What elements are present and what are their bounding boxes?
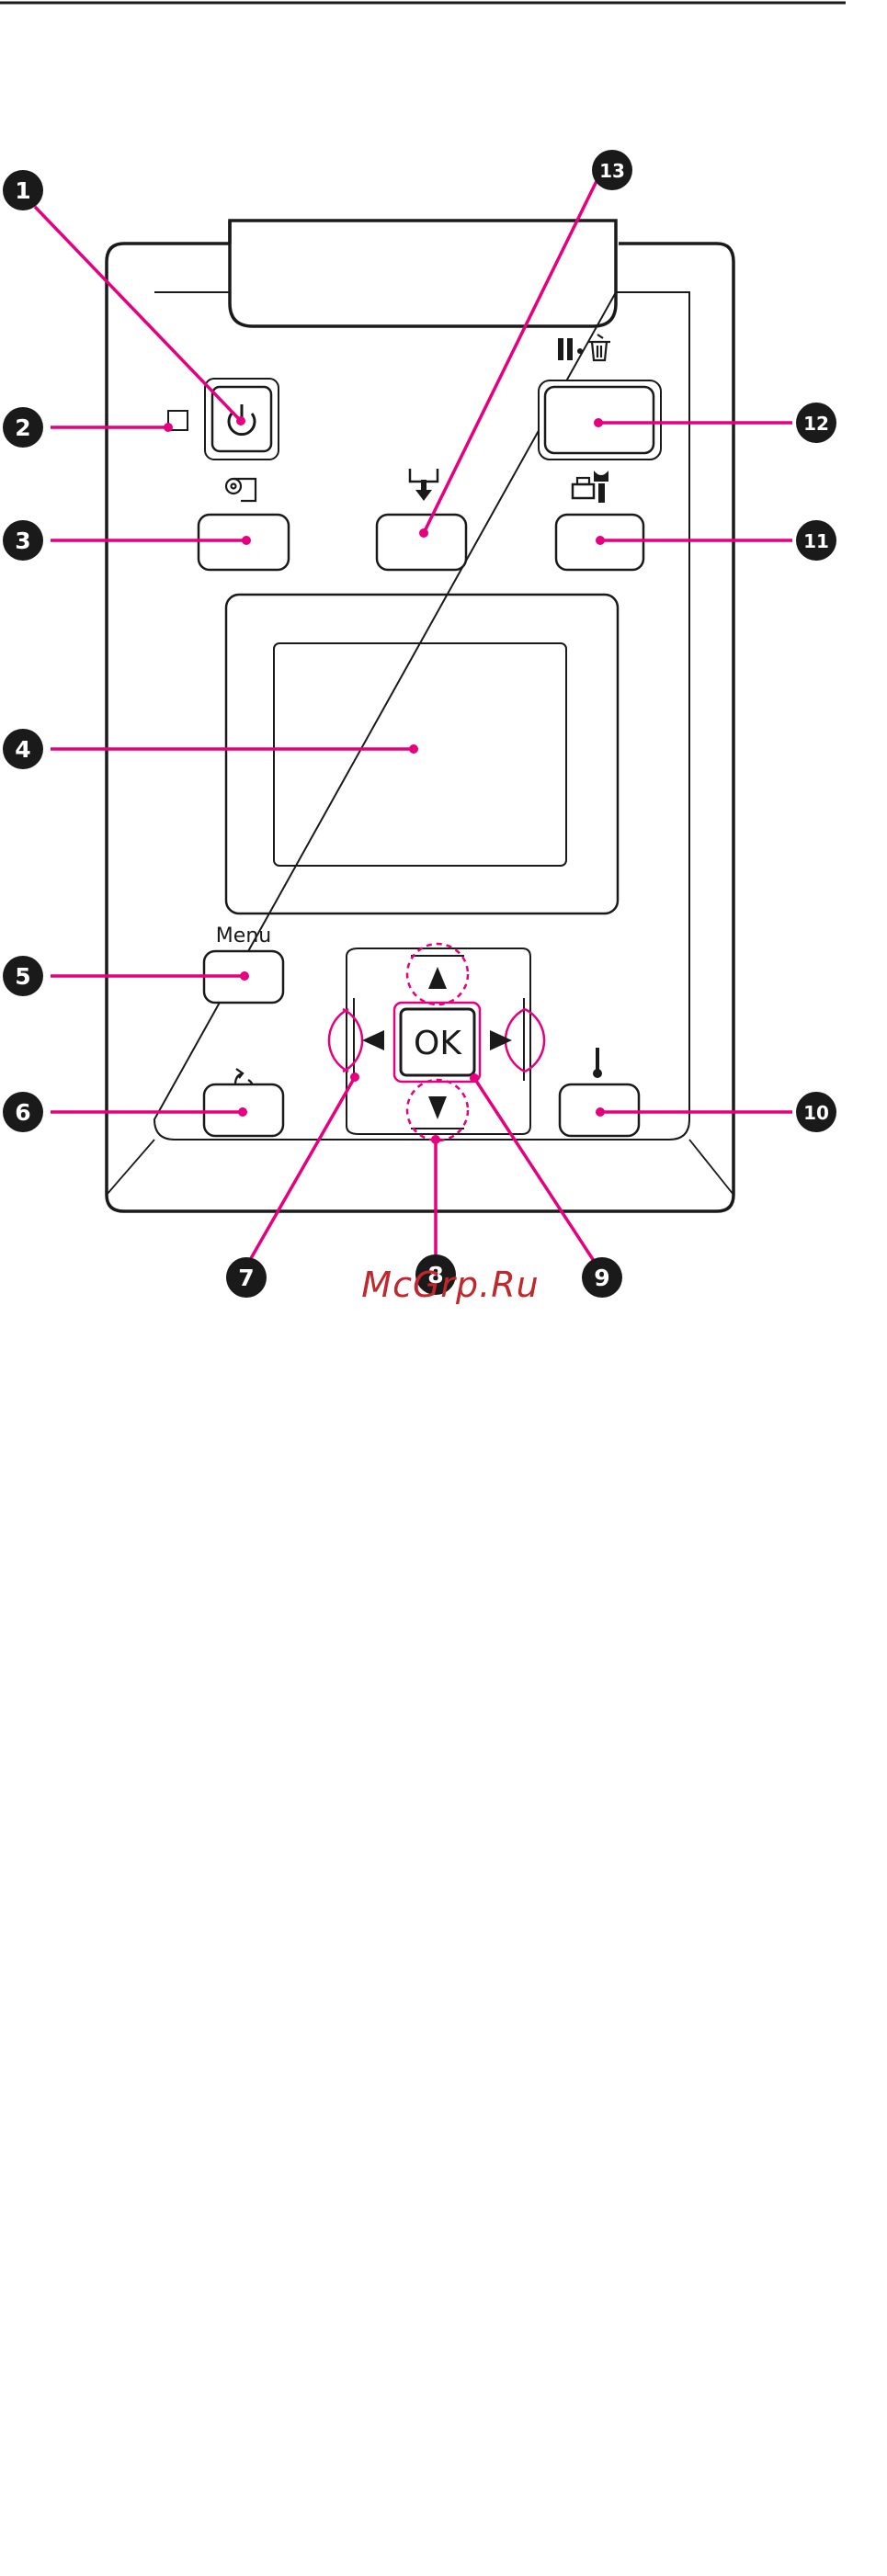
callout-7: 7 [226,1257,267,1298]
down-arrow-icon [428,1096,447,1119]
svg-text:9: 9 [594,1265,609,1291]
right-arrow-icon [490,1030,512,1050]
callout-12: 12 [796,403,836,443]
svg-text:7: 7 [238,1265,254,1291]
svg-text:12: 12 [803,413,829,435]
paper-feed-button[interactable] [377,515,466,570]
callout-10: 10 [796,1092,836,1132]
printer-wrench-icon [573,471,608,503]
svg-text:1: 1 [15,177,30,204]
callout-5: 5 [3,956,43,996]
lcd-screen [226,595,618,914]
callout-13: 13 [592,150,632,190]
callout-6: 6 [3,1092,43,1132]
svg-text:10: 10 [803,1102,829,1124]
thermometer-icon [593,1048,602,1078]
up-button[interactable] [407,944,468,1004]
svg-text:11: 11 [803,530,829,552]
leader-lines [35,179,792,1266]
svg-text:3: 3 [15,528,30,554]
callout-11: 11 [796,520,836,561]
svg-text:5: 5 [15,963,30,990]
up-arrow-icon [428,967,447,989]
callout-9: 9 [582,1257,622,1298]
svg-text:2: 2 [15,414,30,441]
down-button[interactable] [407,1080,468,1140]
right-button[interactable] [490,1009,544,1072]
watermark: McGrp.Ru [354,1265,547,1305]
ok-label: OK [414,1025,462,1062]
callout-3: 3 [3,520,43,561]
roll-paper-icon [226,479,256,501]
menu-label: Menu [216,925,271,948]
callout-4: 4 [3,729,43,769]
left-button[interactable] [329,1009,384,1072]
svg-text:6: 6 [15,1099,30,1126]
callout-2: 2 [3,407,43,448]
ok-button[interactable]: OK [394,1003,480,1082]
left-arrow-icon [362,1030,384,1050]
callout-1: 1 [3,170,43,210]
paper-feed-icon [410,469,438,501]
svg-text:4: 4 [15,736,30,763]
svg-text:13: 13 [599,160,625,182]
